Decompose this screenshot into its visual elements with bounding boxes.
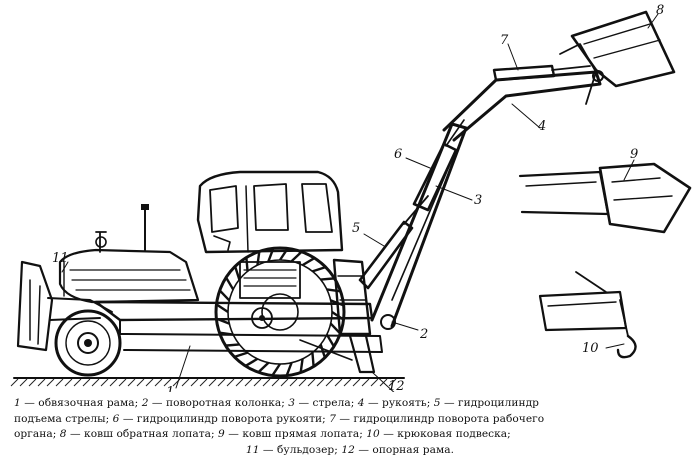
callout-2: 2 [419, 327, 428, 342]
hook-suspension [538, 271, 637, 359]
caption-number: 5 [433, 397, 441, 409]
caption-text: — бульдозер; [259, 443, 342, 456]
backhoe-bucket [559, 10, 676, 105]
callout-1: 1 [166, 385, 174, 392]
callout-11: 11 [52, 251, 69, 266]
caption-line-4: 11 — бульдозер; 12 — опорная рама. [14, 443, 686, 459]
caption-line-3: органа; 8 — ковш обратная лопата; 9 — ко… [14, 427, 686, 443]
callout-6: 6 [394, 147, 402, 162]
caption-text: подъема стрелы; [14, 412, 113, 425]
callout-10: 10 [582, 341, 599, 356]
caption-number: 7 [329, 412, 336, 425]
callout-7: 7 [500, 33, 509, 48]
front-shovel-bucket [518, 162, 692, 234]
caption-text: — рукоять; [364, 397, 434, 409]
callout-12: 12 [388, 379, 405, 392]
caption-line-1: 1 — обвязочная рама; 2 — поворотная коло… [14, 396, 686, 412]
caption-number: 2 [141, 397, 149, 409]
caption-text: — гидроцилиндр поворота рукояти; [119, 412, 330, 425]
callout-5: 5 [352, 221, 360, 236]
figure-caption: 1 — обвязочная рама; 2 — поворотная коло… [14, 396, 686, 458]
caption-text: — обвязочная рама; [20, 397, 142, 409]
caption-number: 10 [366, 428, 380, 440]
callout-8: 8 [656, 3, 664, 18]
caption-number: 11 [245, 443, 260, 456]
caption-number: 8 [59, 428, 67, 440]
tractor-body [58, 170, 396, 374]
caption-number: 4 [357, 397, 365, 409]
caption-text: — крюковая подвеска; [379, 428, 511, 440]
caption-text: — гидроцилиндр поворота рабочего [336, 412, 545, 425]
boom-assembly [358, 64, 604, 328]
callout-9: 9 [630, 147, 638, 162]
ground [10, 377, 405, 387]
front-wheel [54, 309, 122, 377]
caption-text: — ковш прямая лопата; [224, 428, 367, 440]
caption-text: — поворотная колонка; [148, 397, 289, 409]
caption-text: — стрела; [295, 397, 358, 409]
rear-wheel [214, 246, 346, 378]
caption-number: 6 [112, 412, 120, 425]
caption-number: 1 [14, 397, 21, 409]
caption-number: 9 [218, 428, 225, 440]
caption-text: — ковш обратная лопата; [66, 428, 219, 440]
leader-lines [61, 13, 659, 392]
callout-3: 3 [474, 193, 482, 208]
callout-4: 4 [537, 119, 546, 134]
caption-number: 3 [288, 397, 296, 409]
caption-line-2: подъема стрелы; 6 — гидроцилиндр поворот… [14, 412, 686, 428]
caption-number: 12 [341, 443, 355, 456]
caption-text: — опорная рама. [354, 443, 455, 456]
bulldozer-blade [16, 260, 113, 352]
caption-text: — гидроцилиндр [440, 397, 539, 409]
caption-text: органа; [14, 428, 60, 440]
excavator-diagram: 11 1 2 3 4 5 6 7 8 9 10 12 [10, 3, 692, 392]
